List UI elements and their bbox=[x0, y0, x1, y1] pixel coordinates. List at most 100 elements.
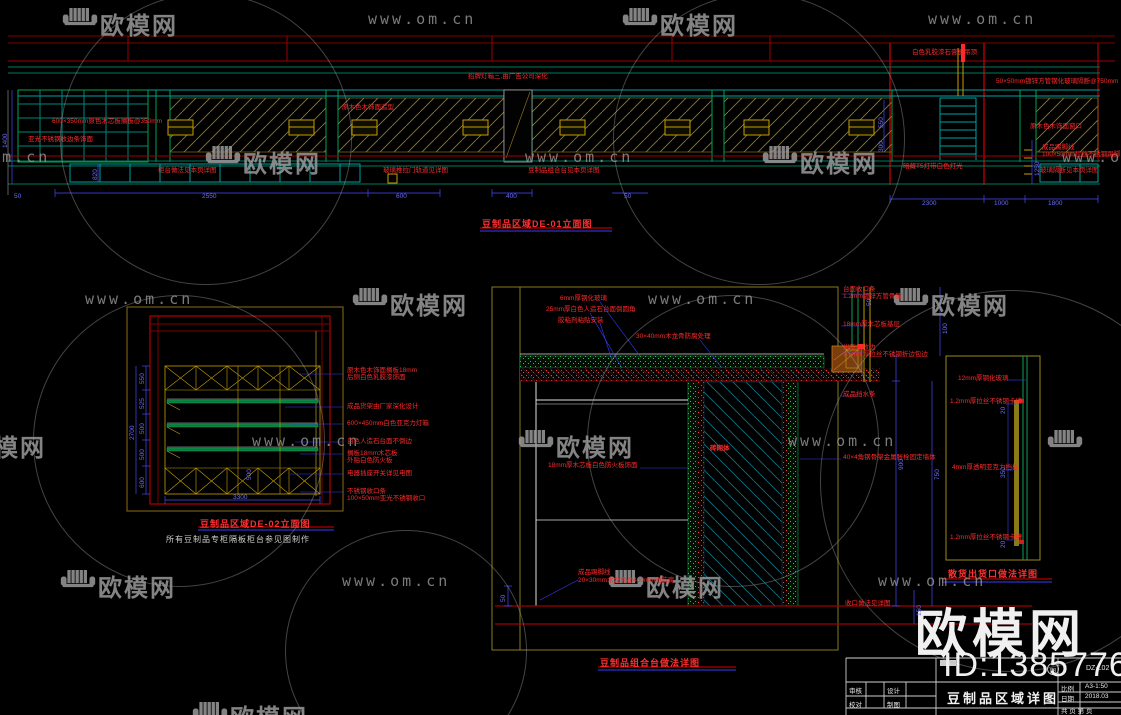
label-joist: 30×40mm木龙骨防腐处理 bbox=[636, 333, 711, 340]
dim-vertical: 500 bbox=[246, 469, 253, 480]
dim-vertical: 750 bbox=[934, 469, 941, 480]
top-elevation-title: 豆制品区域DE-01立面图 bbox=[482, 219, 593, 229]
dim-vertical: 2700 bbox=[129, 425, 136, 440]
center-detail-title: 豆制品组合台做法详图 bbox=[600, 658, 701, 668]
right-detail-drawing bbox=[942, 355, 1052, 583]
left-detail-drawing bbox=[126, 306, 344, 531]
dim: 1800 bbox=[1048, 200, 1063, 207]
label-glass-partition: 玻璃隔断见本页详图 bbox=[1040, 167, 1099, 174]
label-socket: 电器插座开关详见电图 bbox=[347, 470, 412, 477]
truss-top bbox=[164, 365, 321, 391]
label-shelf-1b: 后侧白色乳胶漆饰面 bbox=[347, 374, 406, 381]
label-note: 收口做法见详图 bbox=[845, 600, 891, 607]
right-detail-leaders bbox=[1004, 379, 1026, 541]
label-light-band: 暗藏T5灯带白色灯光 bbox=[903, 163, 963, 170]
dim-vertical: 100 bbox=[942, 323, 949, 334]
label-r1b: 1.2mm镀锌方管骨架 bbox=[843, 293, 902, 300]
center-detail-leaders bbox=[539, 293, 872, 601]
label-skirt-a: 成品踢脚线 bbox=[578, 569, 611, 576]
label-skirt-b: 20×30mm木龙骨@400mm刷防腐 bbox=[578, 577, 675, 584]
left-detail-title: 豆制品区域DE-02立面图 bbox=[200, 519, 311, 529]
label-skirting-2: 100×50mm拉丝不锈钢踢脚 bbox=[1042, 151, 1121, 158]
dim-vertical: 900 bbox=[898, 459, 905, 470]
label-acrylic: 4mm厚透明亚克力挡板 bbox=[952, 464, 1019, 471]
dim: 2550 bbox=[202, 193, 217, 200]
label-glue: 胶粘剂粘贴安装 bbox=[558, 317, 604, 324]
right-detail-title: 散货出货口做法详图 bbox=[948, 569, 1039, 579]
titleblock-check-label: 校对 bbox=[849, 702, 862, 709]
titleblock-stamp: 图 bbox=[1050, 669, 1057, 675]
left-detail-subtitle: 所有豆制品专柜隔板柜台参见图制作 bbox=[166, 535, 310, 544]
dim-vertical: 550 bbox=[878, 117, 885, 128]
dim-vertical: 550 bbox=[139, 373, 146, 384]
dim-vertical: 500 bbox=[139, 449, 146, 460]
label-r3b: 1.5mm厚拉丝不锈钢折边包边 bbox=[843, 351, 928, 358]
dim: 400 bbox=[506, 193, 517, 200]
label-brick: 砖砌体 bbox=[710, 445, 730, 452]
dim-vertical: 50 bbox=[500, 594, 507, 602]
dim-vertical: 20 bbox=[1000, 540, 1007, 548]
label-counter: 柜台做法见本页详图 bbox=[158, 167, 217, 174]
label-board-b: 外贴白色防火板 bbox=[347, 457, 393, 464]
label-shelf-board: 600×350mm原色木芯板搁板@350mm bbox=[52, 118, 163, 125]
dim-vertical: 20 bbox=[1000, 406, 1007, 414]
dim-vertical: 150 bbox=[916, 605, 923, 616]
left-detail-leaders bbox=[285, 373, 344, 493]
door-handles bbox=[167, 119, 875, 136]
counter-run bbox=[69, 149, 1099, 184]
label-trim-b: 100×50mm亚光不锈钢收口 bbox=[347, 495, 426, 502]
label-r4: 成品挡水条 bbox=[843, 391, 876, 398]
label-steel-edge: 亚光不锈钢收边条饰面 bbox=[28, 136, 93, 143]
titleblock-scale-label: 比例 bbox=[1061, 686, 1074, 693]
label-wood-face: 原木色木饰面造型 bbox=[342, 104, 394, 111]
top-elevation-drawing bbox=[7, 35, 1115, 232]
titleblock-design-label: 设计 bbox=[887, 688, 900, 695]
shelves bbox=[166, 366, 319, 494]
titleblock-review-label: 审核 bbox=[849, 688, 862, 695]
label-combo-counter: 豆制品组合台见本页详图 bbox=[528, 167, 600, 174]
titleblock-drawing-no: DZ-L02 bbox=[1086, 665, 1110, 672]
label-clamp-top: 1.2mm厚拉丝不锈钢卡槽 bbox=[950, 398, 1022, 405]
label-signboard: 招牌灯箱三,由广告公司深化 bbox=[468, 73, 548, 80]
label-skirting-1: 成品踢脚线 bbox=[1042, 144, 1075, 151]
label-glass: 6mm厚钢化玻璃 bbox=[560, 295, 607, 302]
label-lightbox: 600×450mm白色亚克力灯箱 bbox=[347, 420, 429, 427]
label-r3a: 出货口收边 bbox=[843, 344, 876, 351]
right-section bbox=[939, 44, 977, 160]
titleblock-date-value: 2018.03 bbox=[1085, 693, 1109, 700]
dim: 2300 bbox=[922, 200, 937, 207]
left-detail-dims bbox=[135, 365, 321, 504]
dim-vertical: 525 bbox=[139, 398, 146, 409]
label-glass12: 12mm厚钢化玻璃 bbox=[958, 375, 1009, 382]
dim-vertical: 500 bbox=[139, 423, 146, 434]
label-stone: 25mm厚白色人造石台面倒圆角 bbox=[546, 306, 636, 313]
dim-vertical: 350 bbox=[1000, 467, 1007, 478]
center-detail-dims bbox=[504, 287, 941, 624]
titleblock-scale-value: A3-1:50 bbox=[1085, 683, 1108, 690]
label-r5: 40×4角钢骨架金属胀栓固定墙体 bbox=[843, 454, 936, 461]
label-r1a: 台面收口条 bbox=[843, 286, 876, 293]
dim-vertical: 1250 bbox=[1034, 161, 1041, 176]
titleblock-draft-label: 制图 bbox=[887, 702, 900, 709]
label-rack: 成品货架由厂家深化设计 bbox=[347, 403, 419, 410]
titleblock-drawing-title: 豆制品区域详图 bbox=[947, 691, 1060, 706]
dim-vertical: 600 bbox=[139, 477, 146, 488]
dim: 1000 bbox=[994, 200, 1009, 207]
label-board-a: 搁板18mm木芯板 bbox=[347, 450, 398, 457]
center-detail-drawing bbox=[491, 286, 1032, 671]
dimension-lines bbox=[11, 90, 1099, 203]
label-sliding-door: 玻璃推拉门轨道见详图 bbox=[383, 167, 448, 174]
dim-vertical: 300 bbox=[878, 141, 885, 152]
dim: 50 bbox=[14, 193, 22, 200]
dim: 50 bbox=[624, 193, 632, 200]
dim: 3300 bbox=[233, 494, 248, 501]
label-trim-a: 不锈钢收口条 bbox=[347, 488, 386, 495]
dim-vertical: 1400 bbox=[2, 133, 9, 148]
label-panel: 18mm厚木芯板白色防火板饰面 bbox=[548, 462, 638, 469]
label-shelf-1a: 原木色木饰面搁板18mm bbox=[347, 367, 418, 374]
label-ceiling: 白色乳胶漆石膏板吊顶 bbox=[912, 49, 977, 56]
label-glass-wall: 50×50mm镀锌方管钢化玻璃隔断@750mm bbox=[996, 78, 1119, 85]
title-block bbox=[845, 657, 1121, 715]
